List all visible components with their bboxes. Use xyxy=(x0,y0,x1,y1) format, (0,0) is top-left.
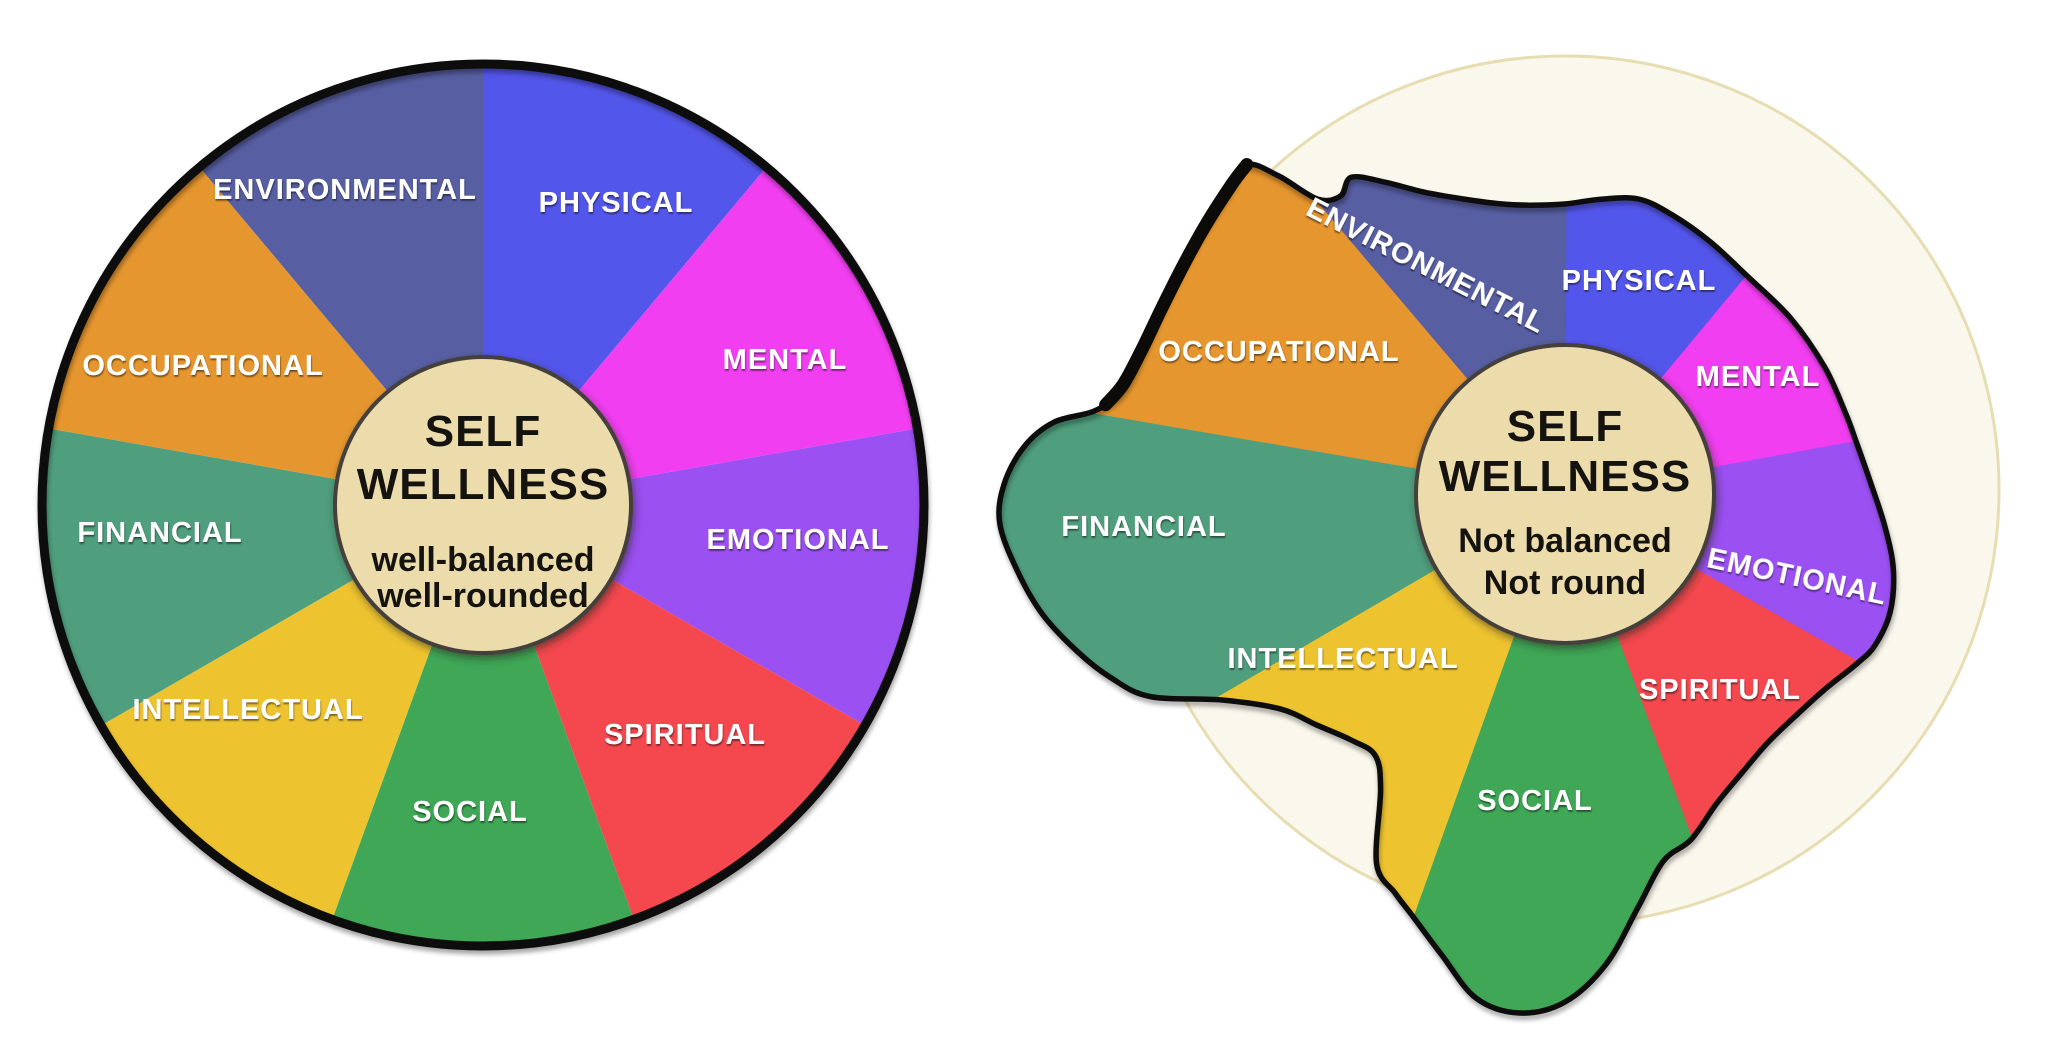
unbalanced-label-occupational: OCCUPATIONAL xyxy=(1158,336,1399,368)
unbalanced-label-spiritual: SPIRITUAL xyxy=(1639,674,1801,706)
balanced-label-mental: MENTAL xyxy=(723,344,848,376)
balanced-center-circle xyxy=(333,355,633,655)
balanced-label-physical: PHYSICAL xyxy=(539,187,694,219)
balanced-label-spiritual: SPIRITUAL xyxy=(604,719,766,751)
balanced-center-subtitle-line1: well-balanced xyxy=(371,541,595,579)
unbalanced-wheel-segments xyxy=(998,164,1894,1014)
balanced-label-social: SOCIAL xyxy=(412,796,528,828)
unbalanced-label-physical: PHYSICAL xyxy=(1562,265,1717,297)
balanced-center-title-line2: WELLNESS xyxy=(357,460,609,509)
unbalanced-sector-mental xyxy=(1565,164,1894,495)
balanced-wedge-social xyxy=(330,505,636,951)
balanced-center-badge: SELF WELLNESS well-balanced well-rounded xyxy=(333,355,633,655)
balanced-label-occupational: OCCUPATIONAL xyxy=(82,350,323,382)
unbalanced-sector-occupational xyxy=(998,164,1565,495)
balanced-wheel-labels: PHYSICAL MENTAL EMOTIONAL SPIRITUAL SOCIAL IN… xyxy=(77,174,890,828)
unbalanced-center-subtitle-line2: Not round xyxy=(1484,564,1646,602)
unbalanced-center-title-line2: WELLNESS xyxy=(1439,452,1691,501)
unbalanced-wheel: SELF WELLNESS Not balanced Not round PHY… xyxy=(996,54,2001,1016)
balanced-label-environmental: ENVIRONMENTAL xyxy=(213,174,477,206)
unbalanced-label-intellectual: INTELLECTUAL xyxy=(1227,643,1458,675)
balanced-wheel-ring xyxy=(37,59,929,951)
balanced-wheel: SELF WELLNESS well-balanced well-rounded… xyxy=(37,59,929,951)
unbalanced-label-social: SOCIAL xyxy=(1477,785,1593,817)
unbalanced-center-subtitle-line1: Not balanced xyxy=(1458,522,1671,560)
unbalanced-center-title-line1: SELF xyxy=(1507,402,1623,451)
unbalanced-center-circle xyxy=(1414,343,1716,645)
balanced-center-title-line1: SELF xyxy=(425,407,541,456)
occupational-thick-edge xyxy=(1099,158,1254,412)
unbalanced-label-financial: FINANCIAL xyxy=(1061,511,1226,543)
unbalanced-center-badge: SELF WELLNESS Not balanced Not round xyxy=(1414,343,1716,645)
balanced-label-intellectual: INTELLECTUAL xyxy=(132,694,363,726)
unbalanced-sector-intellectual xyxy=(998,494,1565,1014)
balanced-label-emotional: EMOTIONAL xyxy=(707,524,890,556)
unbalanced-label-mental: MENTAL xyxy=(1696,361,1821,393)
balanced-label-financial: FINANCIAL xyxy=(77,517,242,549)
balanced-center-subtitle-line2: well-rounded xyxy=(376,577,589,615)
